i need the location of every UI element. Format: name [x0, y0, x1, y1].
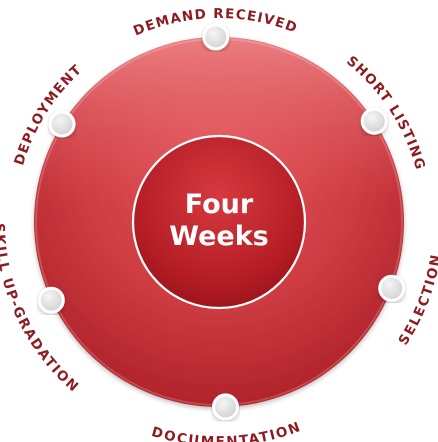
- stage-node-2: [360, 107, 388, 135]
- stage-label-4: DOCUMENTATION: [150, 419, 304, 442]
- center-circle: Four Weeks: [131, 134, 307, 310]
- center-line-2: Weeks: [169, 221, 268, 252]
- stage-node-1: [202, 23, 230, 51]
- stage-node-3: [378, 274, 406, 302]
- stage-node-4: [212, 393, 239, 421]
- stage-label-3: SELECTION: [395, 253, 438, 349]
- center-line-1: Four: [185, 189, 254, 220]
- stage-node-5: [37, 286, 65, 314]
- stage-nodes: [37, 23, 406, 421]
- stage-node-6: [48, 110, 76, 138]
